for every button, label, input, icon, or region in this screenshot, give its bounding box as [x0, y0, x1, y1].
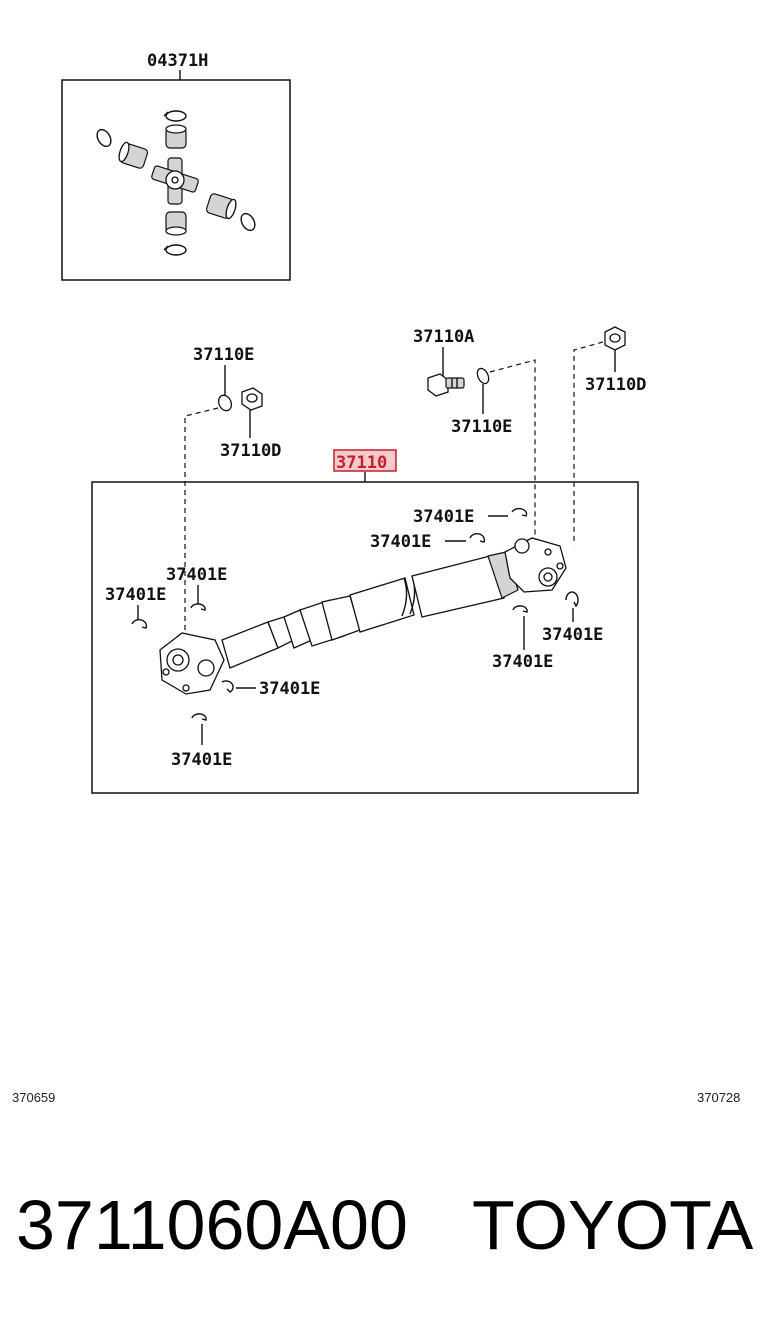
callout-37110d-right[interactable]: 37110D — [585, 375, 646, 395]
part-number-title: 3711060A00 — [16, 1186, 408, 1264]
inset-universal-joint-kit: 04371H — [61, 51, 291, 281]
assembly-dashed-line-mid — [489, 359, 536, 545]
callout-37401e-6[interactable]: 37401E — [492, 652, 553, 672]
snap-ring-icon — [96, 110, 256, 256]
nut-icon — [241, 387, 263, 411]
callout-37110d-left[interactable]: 37110D — [220, 441, 281, 461]
callout-37110a[interactable]: 37110A — [413, 327, 474, 347]
clip-icon — [221, 680, 234, 693]
diagram-code-right: 370728 — [697, 1090, 740, 1105]
callout-37401e-5[interactable]: 37401E — [542, 625, 603, 645]
main-part-label[interactable]: 37110 — [336, 453, 387, 473]
washer-icon — [217, 394, 233, 412]
callout-37401e-1[interactable]: 37401E — [413, 507, 474, 527]
flange-yoke-left — [159, 632, 225, 695]
clip-icon — [512, 605, 528, 613]
nut-icon — [604, 326, 626, 351]
callout-37401e-3[interactable]: 37401E — [166, 565, 227, 585]
clip-icon — [191, 713, 207, 721]
clip-icon — [131, 619, 148, 629]
callout-37401e-8[interactable]: 37401E — [171, 750, 232, 770]
diagram-code-left: 370659 — [12, 1090, 55, 1105]
callout-37401e-4[interactable]: 37401E — [105, 585, 166, 605]
clip-icon — [469, 533, 486, 543]
callout-37110e-left[interactable]: 37110E — [193, 345, 254, 365]
assembly-dashed-line-right — [573, 341, 604, 545]
bearing-cup-icon — [118, 124, 237, 236]
callout-37110e-right[interactable]: 37110E — [451, 417, 512, 437]
inset-frame — [61, 79, 291, 281]
clip-icon — [565, 591, 579, 608]
assembly-frame — [91, 481, 639, 794]
clip-icon — [511, 507, 528, 517]
propeller-shaft-assembly: 37110 — [91, 449, 639, 794]
inset-label[interactable]: 04371H — [147, 51, 208, 71]
clip-icon — [190, 603, 206, 611]
highlighted-part-box — [333, 449, 397, 472]
callout-37401e-2[interactable]: 37401E — [370, 532, 431, 552]
washer-icon — [476, 367, 490, 385]
spider-cross-icon — [151, 157, 199, 205]
propeller-shaft-icon — [159, 537, 567, 695]
callout-37401e-7[interactable]: 37401E — [259, 679, 320, 699]
top-callouts: 37110E 37110D 37110A 37110E 37110D — [184, 326, 646, 650]
assembly-dashed-line-left — [184, 407, 219, 650]
bolt-icon — [427, 373, 465, 397]
brand-name: TOYOTA — [472, 1186, 754, 1264]
